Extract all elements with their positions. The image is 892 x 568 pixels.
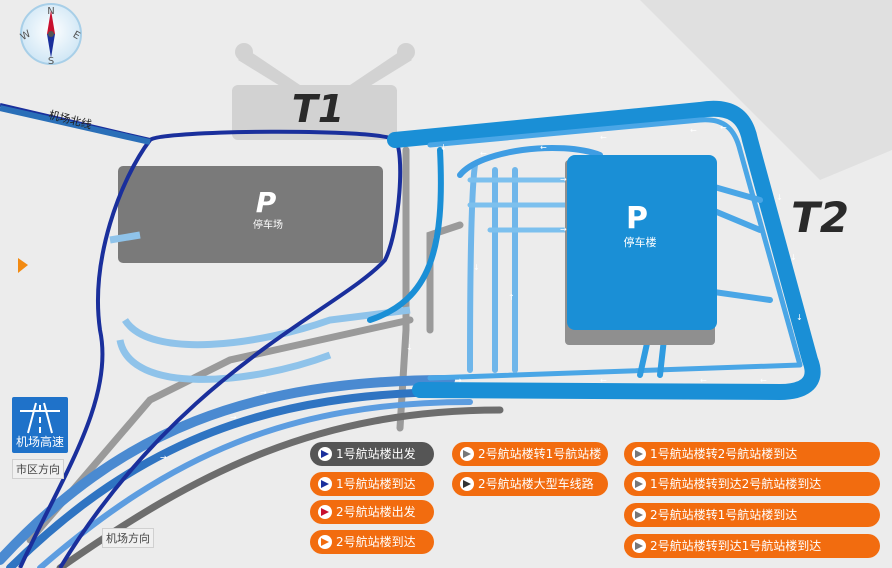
t1-loop-roads [109, 231, 411, 383]
city-direction-label: 市区方向 [12, 459, 64, 479]
t2-parking-label: 停车楼 [624, 235, 657, 249]
legend-item[interactable]: 2号航站楼到达 [310, 530, 434, 554]
svg-text:↓: ↓ [776, 193, 783, 202]
legend-item[interactable]: 2号航站楼大型车线路 [452, 472, 608, 496]
svg-text:↓: ↓ [796, 313, 803, 322]
legend-item[interactable]: 2号航站楼转到达1号航站楼到达 [624, 534, 880, 558]
compass-w: W [19, 29, 33, 44]
svg-text:→: → [160, 453, 167, 462]
north-road [0, 105, 151, 145]
t2-parking-building[interactable]: P 停车楼 [565, 155, 717, 345]
legend-item[interactable]: 2号航站楼转1号航站楼 [452, 442, 608, 466]
highway-label: 机场高速 [15, 435, 64, 449]
svg-text:←: ← [600, 376, 607, 385]
svg-text:↓: ↓ [406, 343, 413, 352]
legend-item-label: 1号航站楼转2号航站楼到达 [650, 447, 798, 461]
arrow-icon [632, 476, 646, 491]
svg-text:→: → [455, 376, 462, 385]
compass-north-needle-icon [47, 10, 55, 34]
legend-item-label: 2号航站楼转1号航站楼 [478, 447, 602, 461]
compass-south-needle-icon [47, 34, 55, 58]
svg-text:↓: ↓ [790, 253, 797, 262]
svg-text:↓: ↓ [440, 143, 447, 152]
legend-item-label: 1号航站楼到达 [336, 477, 416, 491]
svg-text:←: ← [540, 143, 547, 152]
direction-arrows: ← ← ← ← ← ↓ ↓ ↓ ↓ ← ← ← → → → ↑ ↓ ↓ → → → [160, 123, 803, 462]
compass-s: S [48, 56, 54, 67]
arrow-icon [318, 446, 332, 461]
t1-parking-label: 停车场 [253, 218, 283, 231]
svg-text:→: → [260, 388, 267, 397]
t1-label[interactable]: T1 [292, 87, 344, 131]
legend-item[interactable]: 2号航站楼出发 [310, 500, 434, 524]
svg-text:←: ← [690, 126, 697, 135]
legend-item-label: 2号航站楼转1号航站楼到达 [650, 508, 798, 522]
legend-item[interactable]: 1号航站楼转2号航站楼到达 [624, 442, 880, 466]
svg-text:↑: ↑ [508, 293, 515, 302]
legend-item-label: 1号航站楼转到达2号航站楼到达 [650, 477, 822, 491]
arrow-icon [318, 504, 332, 519]
t2-parking-symbol: P [626, 201, 648, 236]
svg-text:↓: ↓ [473, 263, 480, 272]
highway-icon [20, 402, 60, 434]
arrow-icon [632, 446, 646, 461]
highway-badge[interactable]: 机场高速 [12, 397, 68, 453]
svg-text:←: ← [760, 376, 767, 385]
left-arrow-marker-icon[interactable] [18, 258, 28, 273]
legend-item[interactable]: 2号航站楼转1号航站楼到达 [624, 503, 880, 527]
legend-item-label: 1号航站楼出发 [336, 447, 416, 461]
compass-n: N [47, 6, 54, 17]
svg-text:←: ← [700, 376, 707, 385]
arrow-icon [632, 538, 646, 553]
airport-direction-label: 机场方向 [102, 528, 154, 548]
svg-text:→: → [560, 225, 567, 234]
legend-item-label: 2号航站楼大型车线路 [478, 477, 594, 491]
t2-label[interactable]: T2 [791, 193, 849, 242]
legend-item[interactable]: 1号航站楼出发 [310, 442, 434, 466]
arrow-icon [318, 534, 332, 549]
t1-departure-route [0, 103, 403, 568]
svg-text:←: ← [600, 133, 607, 142]
svg-text:←: ← [480, 149, 487, 158]
arrow-icon [460, 476, 474, 491]
north-line-label: 机场北线 [47, 107, 93, 131]
svg-text:→: → [560, 175, 567, 184]
arrow-icon [460, 446, 474, 461]
arrow-icon [318, 476, 332, 491]
legend-item[interactable]: 1号航站楼到达 [310, 472, 434, 496]
background-buildings [232, 0, 892, 180]
legend-item-label: 2号航站楼转到达1号航站楼到达 [650, 539, 822, 553]
legend-item-label: 2号航站楼出发 [336, 505, 416, 519]
t1-parking-lot[interactable]: P 停车场 [118, 166, 383, 263]
compass-e: E [71, 29, 82, 42]
svg-text:←: ← [720, 123, 727, 132]
legend-item-label: 2号航站楼到达 [336, 535, 416, 549]
t1-parking-symbol: P [256, 186, 277, 219]
compass: N S E W [19, 3, 82, 67]
svg-text:→: → [230, 413, 237, 422]
legend-item[interactable]: 1号航站楼转到达2号航站楼到达 [624, 472, 880, 496]
arrow-icon [632, 507, 646, 522]
